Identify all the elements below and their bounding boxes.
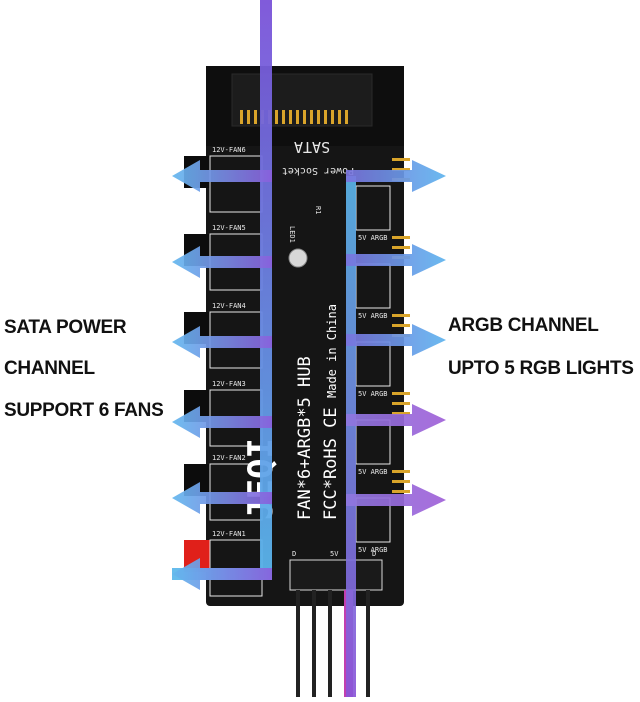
left-arrows (172, 160, 272, 590)
pin-label-d2: D (372, 550, 376, 558)
fan1-label: 12V-FAN1 (212, 530, 246, 538)
bottom-connector (289, 559, 383, 591)
fan6-label: 12V-FAN6 (212, 146, 246, 154)
sata-flow-bar (260, 0, 272, 580)
left-callout-line1: SATA POWER (4, 317, 127, 338)
led (288, 248, 308, 268)
argb-label-3: 5V ARGB (358, 390, 388, 398)
fan3-label: 12V-FAN3 (212, 380, 246, 388)
right-callout-line1: ARGB CHANNEL (448, 315, 599, 336)
fan2-label: 12V-FAN2 (212, 454, 246, 462)
pin-label-5v: 5V (330, 550, 339, 558)
right-callout-line2: UPTO 5 RGB LIGHTS (448, 358, 634, 379)
left-callout-line3: SUPPORT 6 FANS (4, 400, 164, 421)
origin-text: Made in China (325, 304, 339, 398)
fan5-label: 12V-FAN5 (212, 224, 246, 232)
argb-label-1: 5V ARGB (358, 234, 388, 242)
sata-label: SATA (294, 138, 330, 156)
left-callout-line2: CHANNEL (4, 358, 95, 379)
argb-label-5: 5V ARGB (358, 546, 388, 554)
argb-label-2: 5V ARGB (358, 312, 388, 320)
certs-text: FCC*RoHS CE (321, 407, 341, 520)
power-socket-label: Power Socket (282, 165, 354, 176)
pin-label-d1: D (292, 550, 296, 558)
sata-connector (206, 66, 404, 146)
right-arrows (346, 160, 446, 516)
argb-flow-bar (346, 176, 356, 697)
fan4-label: 12V-FAN4 (212, 302, 246, 310)
model-text: FAN*6+ARGB*5 HUB (295, 356, 315, 520)
argb-label-4: 5V ARGB (358, 468, 388, 476)
cables (296, 590, 370, 697)
led-label: LED1 (288, 226, 296, 243)
r1-label: R1 (314, 206, 322, 214)
